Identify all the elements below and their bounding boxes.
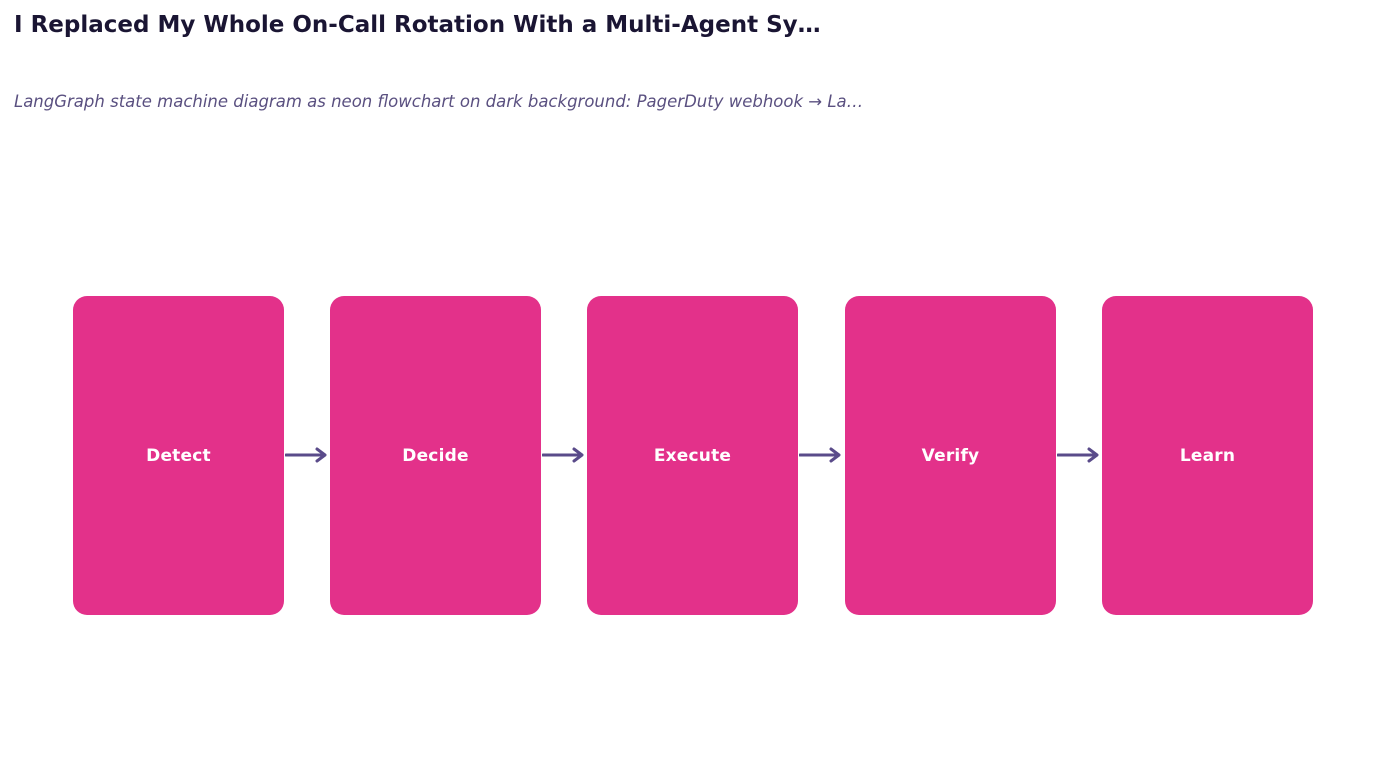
node-execute: Execute [587,296,798,615]
page-title: I Replaced My Whole On-Call Rotation Wit… [14,12,821,38]
arrow-verify-to-learn [1057,445,1101,465]
arrow-execute-to-verify [799,445,843,465]
flowchart: Detect Decide Execute Verify Learn [73,296,1313,615]
node-label: Learn [1179,445,1236,466]
node-label: Verify [921,445,980,466]
node-label: Execute [653,445,732,466]
arrow-detect-to-decide [285,445,329,465]
node-decide: Decide [330,296,541,615]
node-detect: Detect [73,296,284,615]
node-learn: Learn [1102,296,1313,615]
page-subtitle: LangGraph state machine diagram as neon … [14,92,864,111]
node-verify: Verify [845,296,1056,615]
arrow-decide-to-execute [542,445,586,465]
node-label: Decide [402,445,469,466]
node-label: Detect [146,445,211,466]
